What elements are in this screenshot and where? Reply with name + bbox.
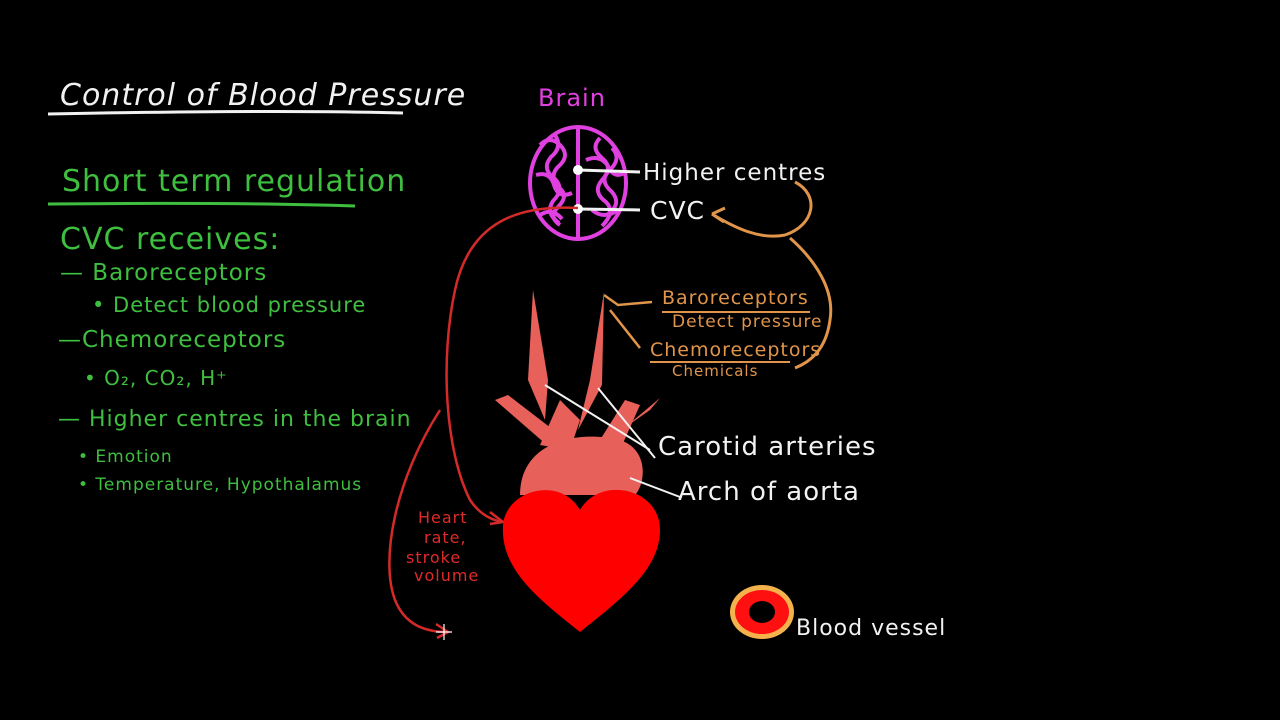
- brain-icon: [528, 125, 628, 241]
- notes-item-temperature: • Temperature, Hypothalamus: [78, 475, 363, 495]
- notes-item-emotion: • Emotion: [78, 447, 173, 467]
- blood-vessel-icon: [730, 585, 794, 639]
- artery-group: [495, 290, 660, 495]
- carotid-arteries-label: Carotid arteries: [658, 432, 877, 462]
- left-carotid-artery: [528, 290, 548, 420]
- notes-item-chemoreceptors: —Chemoreceptors: [58, 327, 287, 353]
- baroreceptors-label: Baroreceptors: [662, 287, 809, 309]
- aorta-pointer: [629, 477, 681, 498]
- page-title: Control of Blood Pressure: [60, 78, 467, 113]
- notes-receives: CVC receives:: [60, 222, 281, 257]
- heading-underline: [47, 201, 356, 208]
- carotid-pointer-2: [597, 387, 656, 459]
- aortic-arch: [520, 436, 643, 495]
- nerve-arrowhead: [489, 511, 507, 526]
- right-carotid-artery: [578, 292, 604, 430]
- notes-heading: Short term regulation: [62, 164, 407, 199]
- heart-rate-label-1: Heart: [418, 508, 468, 527]
- receptor-bracket: [789, 236, 833, 370]
- left-subclavian-artery: [495, 395, 560, 446]
- carotid-pointer-1: [544, 384, 651, 451]
- cursor-crosshair-icon: [436, 624, 452, 640]
- higher-centres-pointer: [577, 168, 641, 174]
- receptor-pointer-lower: [609, 309, 641, 349]
- notes-item-gases: • O₂, CO₂, H⁺: [84, 366, 228, 390]
- notes-item-baroreceptors: — Baroreceptors: [60, 260, 268, 286]
- arch-branch: [600, 400, 640, 450]
- brachiocephalic-trunk: [540, 400, 580, 450]
- brain-label: Brain: [538, 84, 606, 112]
- title-underline: [47, 109, 404, 116]
- cvc-pointer: [577, 207, 641, 212]
- chemoreceptors-label: Chemoreceptors: [650, 339, 822, 361]
- higher-centres-label: Higher centres: [643, 160, 827, 186]
- blood-vessel-label: Blood vessel: [796, 616, 947, 641]
- cvc-label: CVC: [650, 196, 706, 225]
- feedback-arrowhead: [711, 206, 726, 224]
- arch-of-aorta-label: Arch of aorta: [678, 477, 860, 507]
- higher-centres-dot: [573, 165, 583, 175]
- receptor-pointer-upper: [603, 293, 653, 307]
- nerve-path: [445, 206, 579, 524]
- heart-icon: [502, 489, 660, 632]
- heart-rate-label-2: rate,: [424, 528, 467, 547]
- chemicals-label: Chemicals: [672, 362, 759, 380]
- detect-pressure-label: Detect pressure: [672, 312, 823, 332]
- heart-rate-label-4: volume: [414, 566, 480, 585]
- feedback-arrow: [711, 180, 813, 238]
- notes-item-detect: • Detect blood pressure: [92, 293, 367, 317]
- nerve-path-lower: [388, 409, 449, 634]
- notes-item-higher-centres: — Higher centres in the brain: [58, 407, 412, 432]
- cvc-dot: [573, 204, 583, 214]
- heart-rate-label-3: stroke: [406, 548, 462, 567]
